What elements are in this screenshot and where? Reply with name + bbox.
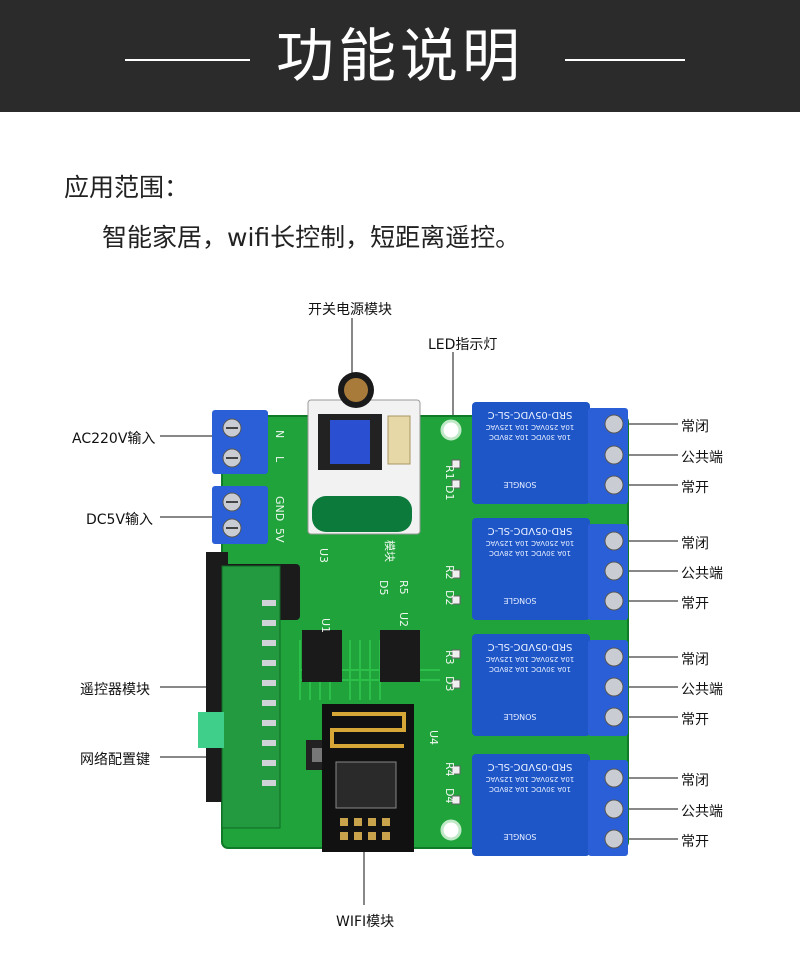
- relay1-spec-1: 10A 250VAC 10A 125VAC: [486, 423, 575, 431]
- relay1-spec-2: 10A 30VDC 10A 28VDC: [489, 433, 571, 441]
- silk-5v: 5V: [273, 528, 286, 543]
- silk-u1: U1: [319, 618, 332, 633]
- callout-dc-input: DC5V输入: [86, 512, 154, 528]
- remote-control-module: [198, 565, 281, 829]
- silk-r5: R5: [397, 580, 410, 595]
- callout-remote-module: 遥控器模块: [80, 682, 150, 698]
- relay4-spec-1: 10A 250VAC 10A 125VAC: [486, 775, 575, 783]
- relay4-spec-2: 10A 30VDC 10A 28VDC: [489, 785, 571, 793]
- silk-gnd: GND: [273, 496, 286, 521]
- relay-1: [472, 402, 628, 504]
- ic-u1: [302, 630, 342, 682]
- page-title: 功能说明: [275, 22, 524, 90]
- callout-network-key: 网络配置键: [80, 752, 150, 768]
- relay4-no-label: 常开: [681, 834, 709, 850]
- header-left-rule: [125, 59, 250, 61]
- relay4-com-label: 公共端: [681, 804, 723, 820]
- silk-r3: R3: [443, 650, 456, 665]
- silk-r1: R1: [443, 465, 456, 480]
- callout-wifi-module: WIFI模块: [336, 914, 395, 930]
- relay3-no-label: 常开: [681, 712, 709, 728]
- mounting-holes: [440, 419, 462, 841]
- silk-l: L: [273, 456, 286, 463]
- silk-u4: U4: [427, 730, 440, 745]
- silk-d1: D1: [443, 485, 456, 500]
- relay4-brand: SONGLE: [503, 832, 536, 841]
- silk-d5: D5: [377, 580, 390, 595]
- relay2-spec-2: 10A 30VDC 10A 28VDC: [489, 549, 571, 557]
- relay2-model-text: SRD-05VDC-SL-C: [488, 525, 573, 536]
- relay3-brand: SONGLE: [503, 712, 536, 721]
- relay2-com-label: 公共端: [681, 566, 723, 582]
- ac-terminal-block: [212, 410, 268, 474]
- wifi-module: [322, 704, 414, 852]
- relay3-nc-label: 常闭: [681, 652, 709, 668]
- relay2-nc-label: 常闭: [681, 536, 709, 552]
- header-banner: 功能说明: [0, 0, 800, 112]
- header-right-rule: [565, 59, 685, 61]
- relay1-no-label: 常开: [681, 480, 709, 496]
- dc-terminal-block: [212, 486, 268, 544]
- silk-r4: R4: [443, 762, 456, 777]
- relay2-spec-1: 10A 250VAC 10A 125VAC: [486, 539, 575, 547]
- callout-led: LED指示灯: [428, 337, 498, 353]
- relay-2: [472, 518, 628, 620]
- silk-d3: D3: [443, 676, 456, 691]
- silk-d4: D4: [443, 788, 456, 803]
- silk-n: N: [273, 430, 286, 438]
- callout-ac-input: AC220V输入: [72, 431, 156, 447]
- relay2-brand: SONGLE: [503, 596, 536, 605]
- relay3-model-text: SRD-05VDC-SL-C: [488, 641, 573, 652]
- silk-module: 模块: [383, 540, 396, 562]
- callout-switching-power: 开关电源模块: [308, 302, 392, 318]
- relay1-nc-label: 常闭: [681, 419, 709, 435]
- silk-d2: D2: [443, 590, 456, 605]
- relay1-com-label: 公共端: [681, 450, 723, 466]
- relay-3: [472, 634, 628, 736]
- relay4-nc-label: 常闭: [681, 773, 709, 789]
- relay1-brand: SONGLE: [503, 480, 536, 489]
- application-heading: 应用范围：: [64, 173, 190, 202]
- relay3-com-label: 公共端: [681, 682, 723, 698]
- relay1-model-text: SRD-05VDC-SL-C: [488, 409, 573, 420]
- application-text: 智能家居，wifi长控制，短距离遥控。: [102, 223, 521, 252]
- relay-4: [472, 754, 628, 856]
- relay2-no-label: 常开: [681, 596, 709, 612]
- switching-power-module: [307, 372, 421, 535]
- silk-u2: U2: [397, 612, 410, 627]
- relay3-spec-2: 10A 30VDC 10A 28VDC: [489, 665, 571, 673]
- leader-lines: [160, 318, 678, 905]
- relay4-model-text: SRD-05VDC-SL-C: [488, 761, 573, 772]
- status-leds: [451, 459, 461, 805]
- silk-u3: U3: [317, 548, 330, 563]
- relay3-spec-1: 10A 250VAC 10A 125VAC: [486, 655, 575, 663]
- silk-r2: R2: [443, 565, 456, 580]
- ic-u2: [380, 630, 420, 682]
